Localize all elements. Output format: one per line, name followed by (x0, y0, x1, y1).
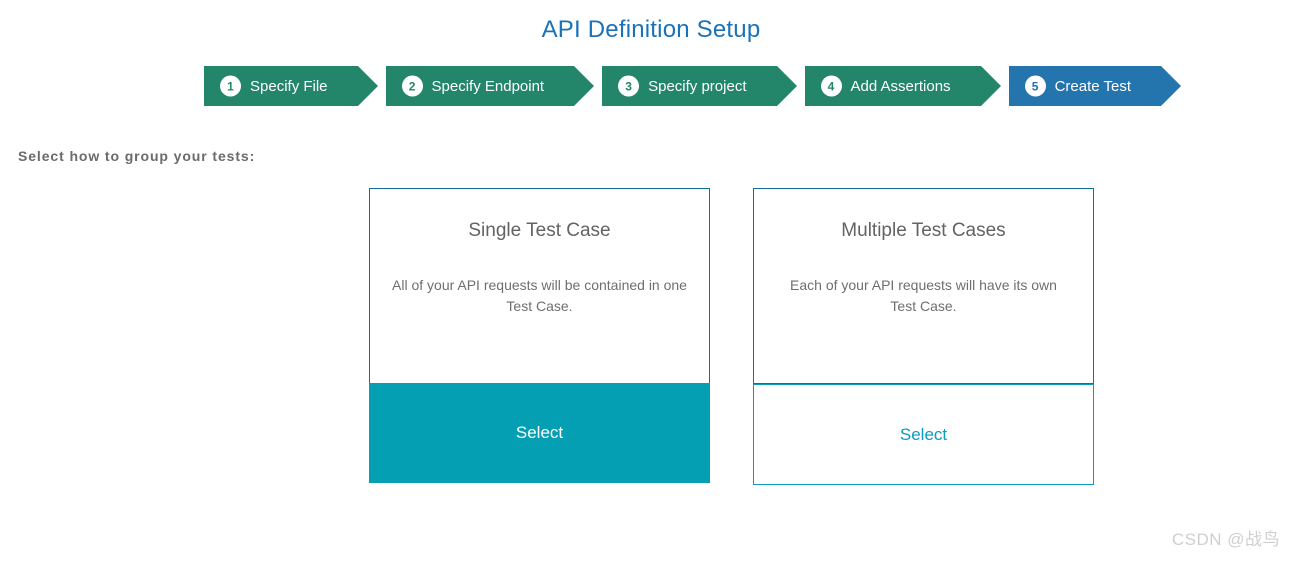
wizard-step-4-number: 4 (820, 75, 842, 97)
test-grouping-options: Single Test Case All of your API request… (0, 188, 1302, 485)
page-title: API Definition Setup (541, 16, 761, 43)
option-card-single-title: Single Test Case (468, 220, 611, 241)
wizard-step-3[interactable]: 3 Specify project (602, 66, 797, 106)
wizard-step-3-label: Specify project (648, 77, 747, 95)
option-card-single-body: Single Test Case All of your API request… (369, 188, 710, 383)
wizard-step-5-number: 5 (1024, 75, 1046, 97)
option-card-multiple-test-cases[interactable]: Multiple Test Cases Each of your API req… (753, 188, 1094, 485)
wizard-step-1[interactable]: 1 Specify File (204, 66, 378, 106)
wizard-step-4-label: Add Assertions (850, 77, 951, 95)
wizard-step-2[interactable]: 2 Specify Endpoint (385, 66, 594, 106)
wizard-step-5[interactable]: 5 Create Test (1008, 66, 1182, 106)
select-button-single-test-case[interactable]: Select (369, 383, 710, 483)
wizard-step-2-label: Specify Endpoint (431, 77, 545, 95)
option-card-single-test-case[interactable]: Single Test Case All of your API request… (369, 188, 710, 485)
grouping-instruction: Select how to group your tests: (18, 148, 256, 164)
wizard-step-3-number: 3 (618, 75, 640, 97)
option-card-single-description: All of your API requests will be contain… (392, 277, 687, 314)
wizard-step-1-number: 1 (220, 75, 241, 97)
wizard-step-5-label: Create Test (1054, 77, 1131, 95)
select-button-multiple-test-cases[interactable]: Select (753, 384, 1094, 485)
option-card-multiple-title: Multiple Test Cases (841, 220, 1006, 241)
wizard-steps: 1 Specify File 2 Specify Endpoint 3 Spec… (0, 66, 1302, 106)
option-card-multiple-description: Each of your API requests will have its … (790, 277, 1057, 314)
wizard-step-1-label: Specify File (250, 77, 328, 95)
wizard-step-4[interactable]: 4 Add Assertions (804, 66, 1001, 106)
watermark: CSDN @战鸟 (1171, 530, 1280, 549)
wizard-step-2-number: 2 (401, 75, 423, 97)
option-card-multiple-body: Multiple Test Cases Each of your API req… (753, 188, 1094, 384)
